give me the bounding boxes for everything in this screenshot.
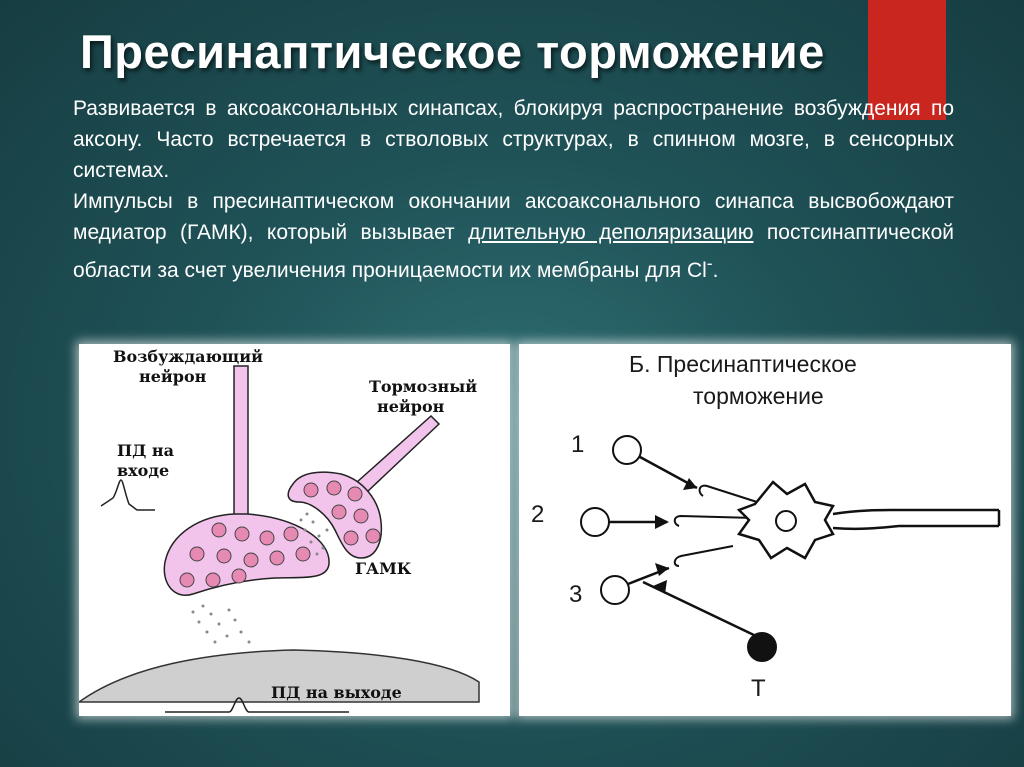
- neuron-t-label: Т: [751, 675, 766, 702]
- excitatory-neuron-label-2: нейрон: [139, 367, 207, 386]
- axoaxonal-synapse-arrow: [653, 580, 667, 594]
- neuron-3-label: 3: [569, 581, 582, 608]
- neuron-nucleus: [775, 510, 797, 532]
- underlined-term: длительную деполяризацию: [468, 221, 754, 244]
- input-ap-label-2: входе: [117, 461, 169, 480]
- synapse-illustration-panel: Возбуждающий нейрон Тормозный нейрон ПД …: [79, 344, 510, 716]
- slide-title: Пресинаптическое торможение: [80, 25, 825, 78]
- paragraph-1: Развивается в аксоаксональных синапсах, …: [73, 97, 954, 182]
- output-axon-bottom: [832, 524, 999, 531]
- excitatory-neuron-label-1: Возбуждающий: [113, 347, 263, 366]
- scheme-title-line-2: торможение: [693, 383, 824, 409]
- output-axon-top: [832, 508, 999, 516]
- dendrite-spines: [673, 484, 758, 567]
- gaba-label: ГАМК: [355, 559, 412, 578]
- paragraph-2: Импульсы в пресинаптическом окончании ак…: [73, 186, 954, 286]
- chloride-charge: -: [706, 253, 713, 273]
- neuron-2: [580, 507, 610, 537]
- neuron-1-label: 1: [571, 431, 584, 458]
- synapse-3-arrow: [655, 563, 669, 576]
- inhibition-scheme-panel: Б. Пресинаптическое торможение 1 2 3 Т: [519, 344, 1011, 716]
- accent-bar: [868, 0, 946, 120]
- inhibitory-vesicles: [303, 480, 381, 546]
- input-ap-trace: [100, 479, 155, 511]
- gaba-release-dots: [299, 512, 329, 556]
- synapse-2-arrow: [655, 515, 669, 529]
- neuron-t: [747, 632, 777, 662]
- neuron-3: [600, 575, 630, 605]
- neuron-2-label: 2: [531, 501, 544, 528]
- excitatory-axon: [233, 365, 249, 517]
- inhibitory-neuron-label-1: Тормозный: [369, 377, 477, 396]
- transmitter-release-dots: [191, 604, 251, 644]
- body-text: Развивается в аксоаксональных синапсах, …: [73, 93, 954, 286]
- output-ap-trace: [165, 697, 349, 713]
- excitatory-vesicles: [179, 522, 311, 588]
- inhibitory-neuron-label-2: нейрон: [377, 397, 445, 416]
- paragraph-2-start: Импульсы в пресинаптическом окончании ак…: [73, 190, 954, 244]
- paragraph-2-end: .: [712, 259, 719, 282]
- inhibition-scheme: Б. Пресинаптическое торможение 1 2 3 Т: [531, 351, 1001, 702]
- paragraph-2-middle: постсинаптической области за счет увелич…: [73, 221, 955, 282]
- synapse-1-arrow: [683, 478, 697, 490]
- postsynaptic-membrane: [79, 649, 480, 703]
- inhibitory-axon: [355, 414, 441, 494]
- synapse-illustration: Возбуждающий нейрон Тормозный нейрон ПД …: [79, 347, 480, 713]
- input-ap-label-1: ПД на: [117, 441, 174, 460]
- scheme-title-line-1: Б. Пресинаптическое: [629, 351, 857, 377]
- output-ap-label: ПД на выходе: [271, 683, 402, 702]
- neuron-1: [612, 435, 642, 465]
